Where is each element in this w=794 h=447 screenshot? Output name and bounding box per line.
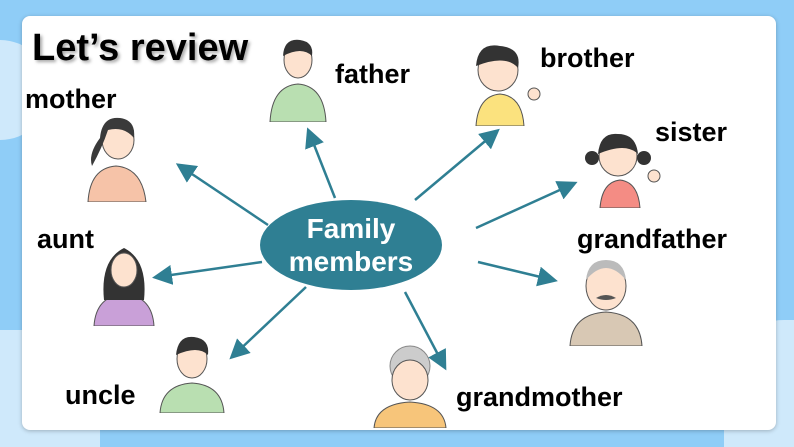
label-uncle: uncle bbox=[65, 380, 136, 410]
label-grandmother: grandmother bbox=[456, 382, 623, 412]
center-node: Family members bbox=[262, 200, 440, 290]
label-mother: mother bbox=[25, 84, 117, 114]
center-line1: Family bbox=[306, 213, 396, 244]
label-father: father bbox=[335, 59, 411, 89]
aunt-illustration bbox=[93, 248, 155, 326]
arrow-brother bbox=[414, 128, 500, 201]
center-line2: members bbox=[288, 246, 414, 277]
label-brother: brother bbox=[540, 43, 635, 73]
brother-illustration bbox=[475, 45, 541, 126]
label-aunt: aunt bbox=[37, 224, 94, 254]
center-ellipse bbox=[260, 200, 442, 290]
father-illustration bbox=[269, 39, 327, 122]
label-sister: sister bbox=[655, 117, 728, 147]
sister-illustration bbox=[585, 133, 661, 208]
arrow-mother bbox=[175, 163, 269, 227]
grandfather-illustration bbox=[569, 260, 643, 346]
grandmother-illustration bbox=[373, 345, 447, 428]
arrow-aunt bbox=[152, 260, 263, 285]
arrow-grandmother bbox=[403, 291, 447, 371]
arrow-uncle bbox=[229, 286, 307, 360]
arrow-grandfather bbox=[477, 260, 558, 287]
slide-title: Let’s review bbox=[32, 27, 249, 69]
label-grandfather: grandfather bbox=[577, 224, 728, 254]
mother-illustration bbox=[87, 117, 147, 202]
arrow-father bbox=[305, 127, 337, 199]
uncle-illustration bbox=[159, 336, 225, 413]
arrow-sister bbox=[475, 181, 578, 230]
